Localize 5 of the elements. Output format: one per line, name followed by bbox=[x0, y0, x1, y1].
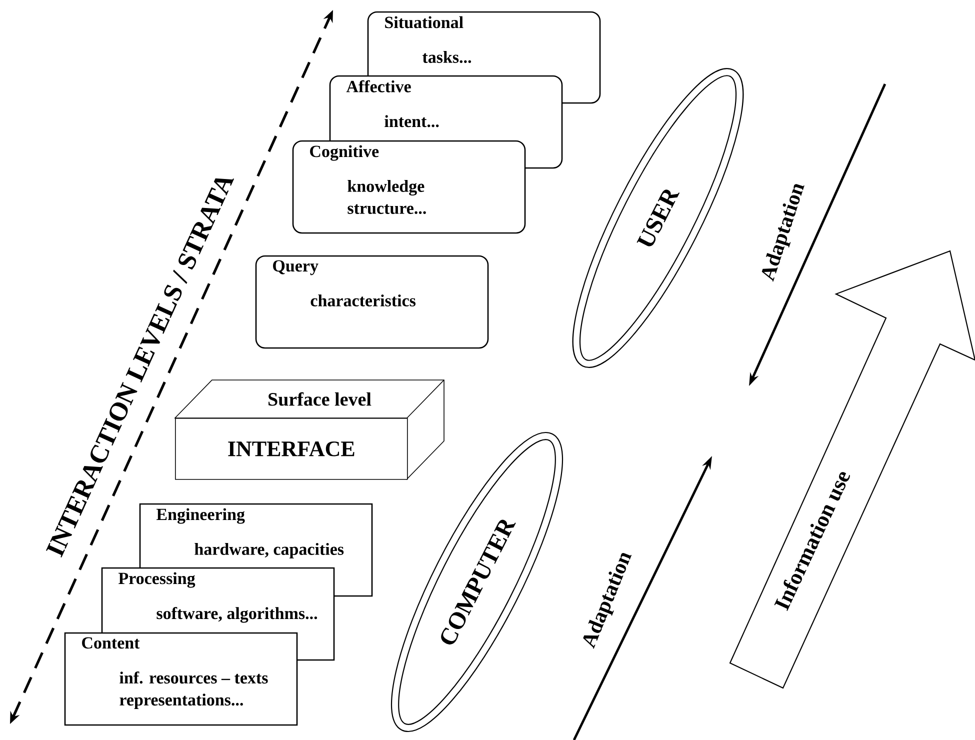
node-label: intent... bbox=[384, 115, 439, 128]
node-label: software, algorithms... bbox=[156, 607, 318, 623]
stratum-box: Cognitive knowledge structure... bbox=[292, 140, 526, 234]
stratum-box: Query characteristics bbox=[255, 255, 489, 349]
stratum-box: Content inf. resources – texts representations... bbox=[64, 632, 298, 726]
